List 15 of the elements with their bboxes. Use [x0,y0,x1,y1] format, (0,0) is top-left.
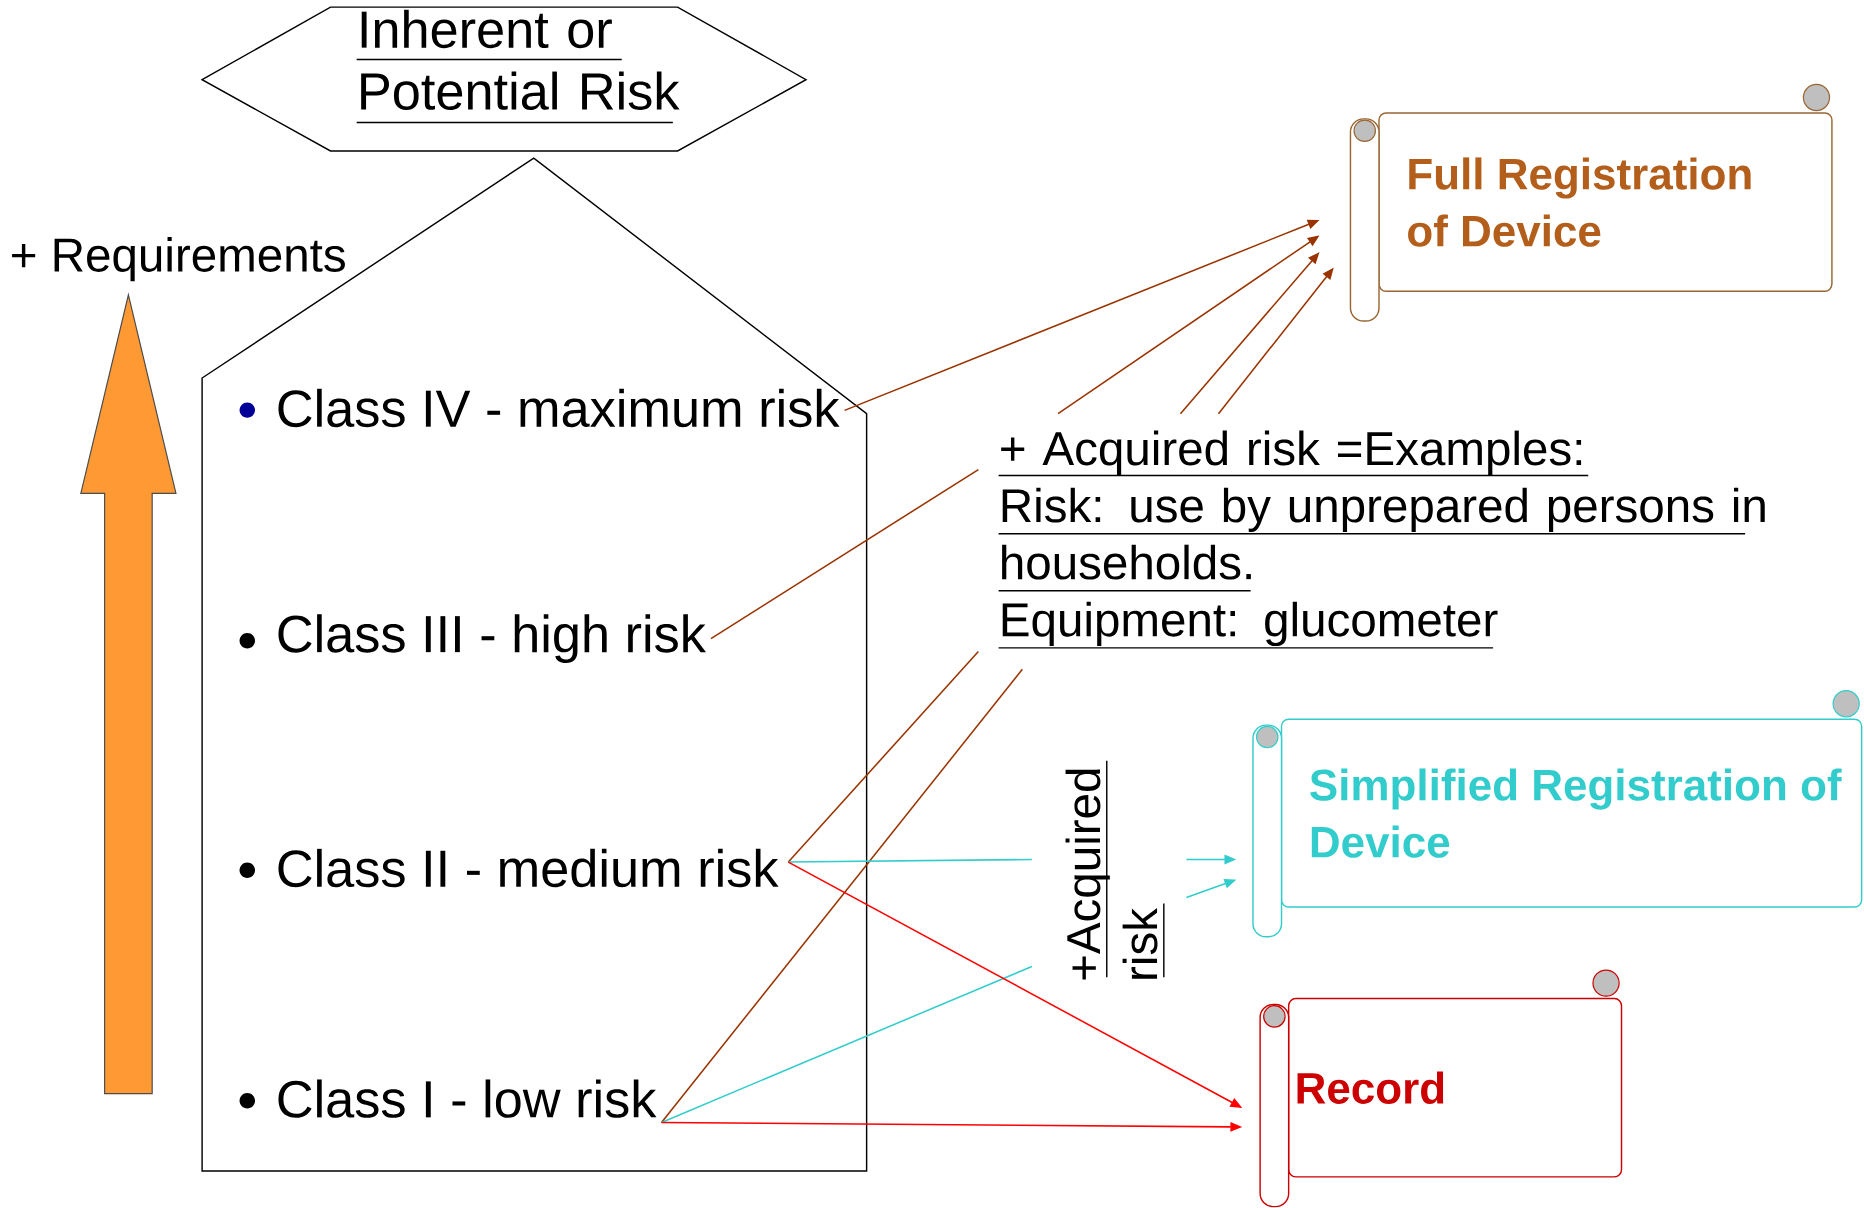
class-label: Class II - medium risk [278,848,779,888]
connector-line [787,650,980,863]
class-label: Class IV - maximum risk [278,388,840,428]
example-text: + Acquired risk =Examples: Risk: use by unprepared persons in households. Equipment: glucometer [997,430,1765,649]
connector-line [710,468,980,640]
connector-line [660,965,1033,1124]
connector-line [660,668,1024,1124]
scroll-banner: Record [1259,969,1623,1208]
scroll-banner: Simplified Registration of Device [1252,690,1863,938]
class-label: Class III - high risk [278,614,706,664]
rotated-text: +Acquired risk [1065,760,1165,980]
axis-label: + Requirements [12,237,345,282]
connector-line [787,858,1033,863]
class-label: Class I - low risk [278,1079,657,1118]
scroll-banner: Full Registration of Device [1349,83,1833,322]
